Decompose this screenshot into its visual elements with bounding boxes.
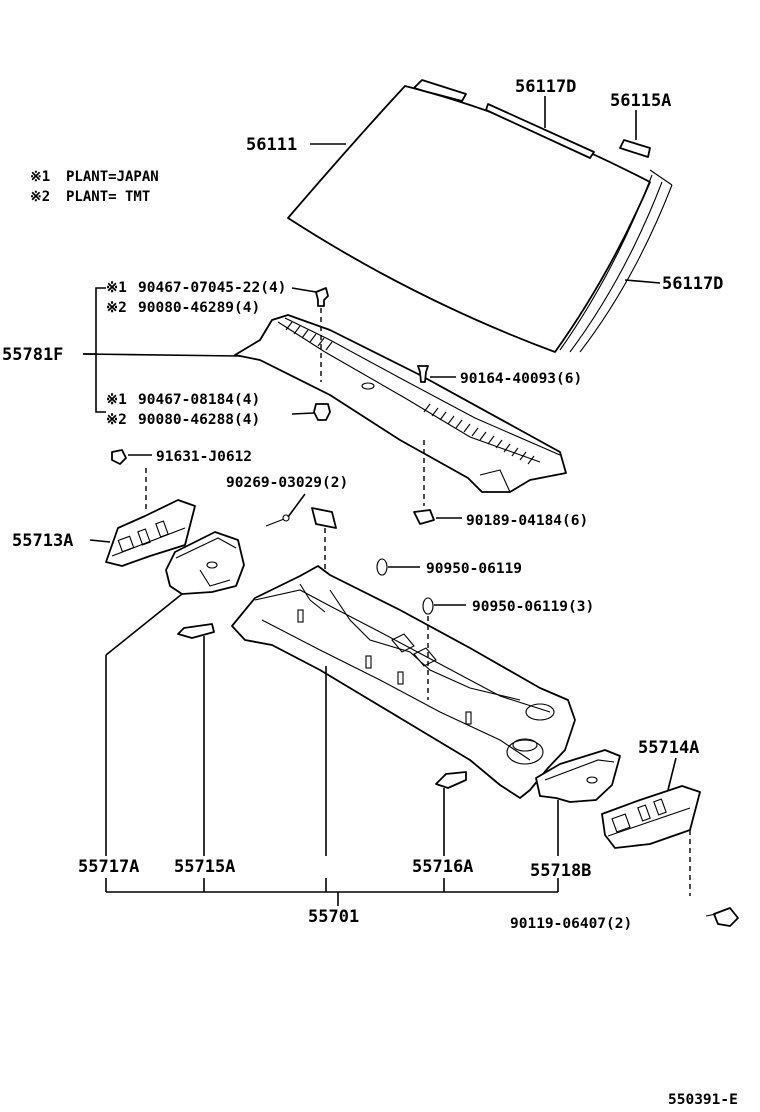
clip-top [315, 287, 329, 307]
bracket-55716A [435, 771, 467, 789]
retainer-90269 [282, 514, 290, 522]
bolt-91631 [111, 449, 127, 465]
clip-bracket [95, 287, 106, 413]
label-55716A: 55716A [412, 857, 473, 877]
cowl-panel [231, 565, 576, 799]
nut-90189 [413, 509, 435, 525]
note-2-text: PLANT= TMT [66, 189, 150, 205]
label-56117D-side: 56117D [662, 274, 723, 294]
label-90467-08184: 90467-08184(4) [138, 392, 260, 408]
molding-clip [619, 139, 651, 158]
note-2-mark: ※2 [30, 189, 50, 205]
figure-code: 550391-E [668, 1092, 738, 1108]
label-56117D-top: 56117D [515, 77, 576, 97]
label-90080-46288: 90080-46288(4) [138, 412, 260, 428]
molding-strip-top [485, 103, 595, 159]
mark-1a: ※1 [106, 280, 127, 296]
leader-tree [105, 593, 559, 906]
windshield-glass [287, 85, 673, 353]
label-56111: 56111 [246, 135, 297, 155]
bracket-55717A [165, 531, 245, 595]
label-90119: 90119-06407(2) [510, 916, 632, 932]
label-90950-b: 90950-06119(3) [472, 599, 594, 615]
bracket-55715A [177, 623, 215, 639]
bracket-55718B [535, 749, 621, 803]
mark-2a: ※2 [106, 300, 127, 316]
cowl-louver [234, 314, 567, 493]
screw-90164 [417, 365, 429, 383]
label-56115A: 56115A [610, 91, 671, 111]
label-90269: 90269-03029(2) [226, 475, 348, 491]
plant-notes: ※1 PLANT=JAPAN ※2 PLANT= TMT [30, 169, 159, 205]
mark-1b: ※1 [106, 392, 127, 408]
label-55718B: 55718B [530, 861, 591, 881]
label-90467-07045: 90467-07045-22(4) [138, 280, 286, 296]
label-55715A: 55715A [174, 857, 235, 877]
note-1-mark: ※1 [30, 169, 50, 185]
label-91631: 91631-J0612 [156, 449, 252, 465]
side-panel-left [105, 499, 196, 567]
side-panel-right [601, 785, 701, 849]
louver-slots [285, 321, 535, 465]
label-90189: 90189-04184(6) [466, 513, 588, 529]
seal-plate [311, 507, 337, 529]
label-90950-a: 90950-06119 [426, 561, 522, 577]
grommet-90950-a [376, 558, 388, 576]
label-55701: 55701 [308, 907, 359, 927]
bolt-90119 [713, 907, 739, 927]
mark-2b: ※2 [106, 412, 127, 428]
leader-55781F [82, 353, 241, 357]
note-1-text: PLANT=JAPAN [66, 169, 159, 185]
clip-bottom [313, 403, 331, 421]
label-90164: 90164-40093(6) [460, 371, 582, 387]
label-55713A: 55713A [12, 531, 73, 551]
top-molding-corner [413, 79, 467, 102]
label-55714A: 55714A [638, 738, 699, 758]
label-55717A: 55717A [78, 857, 139, 877]
label-55781F: 55781F [2, 345, 63, 365]
grommet-90950-b [422, 597, 434, 615]
label-90080-46289: 90080-46289(4) [138, 300, 260, 316]
